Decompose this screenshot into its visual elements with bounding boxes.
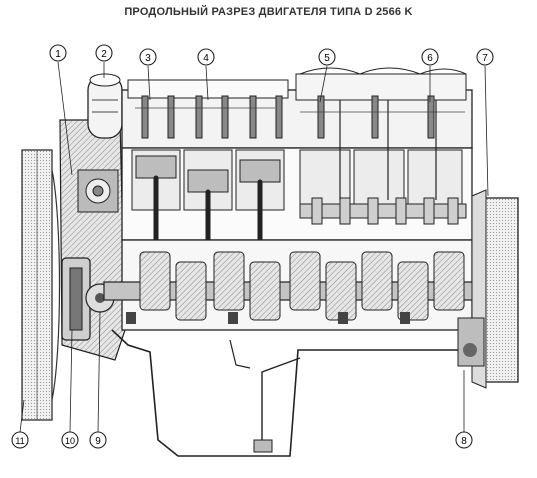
oil-sump bbox=[111, 329, 471, 457]
callout-label-9: 9 bbox=[95, 436, 101, 447]
rear-seal bbox=[457, 317, 485, 367]
callout-label-1: 1 bbox=[55, 49, 61, 60]
callout-label-2: 2 bbox=[101, 49, 107, 60]
callout-label-11: 11 bbox=[15, 436, 24, 446]
valves bbox=[141, 95, 435, 139]
vibration-damper bbox=[61, 257, 115, 341]
cylinder-block bbox=[121, 100, 473, 273]
drain-plug bbox=[253, 439, 273, 453]
leader-lines bbox=[19, 61, 489, 433]
callout-10: 10 bbox=[61, 431, 79, 449]
callout-label-7: 7 bbox=[482, 53, 488, 64]
callout-5: 5 bbox=[318, 48, 336, 66]
main-bearings bbox=[126, 312, 410, 324]
flywheel bbox=[457, 189, 519, 389]
callout-2: 2 bbox=[95, 44, 113, 62]
callouts-bottom: 11 10 9 8 bbox=[11, 431, 473, 449]
crankcase bbox=[103, 239, 475, 331]
callout-7: 7 bbox=[476, 48, 494, 66]
callout-label-4: 4 bbox=[203, 53, 209, 64]
callout-label-3: 3 bbox=[145, 53, 151, 64]
fan bbox=[21, 149, 61, 421]
camshaft bbox=[299, 197, 467, 225]
callout-4: 4 bbox=[197, 48, 215, 66]
cylinder-head bbox=[121, 67, 473, 149]
diagram-title: ПРОДОЛЬНЫЙ РАЗРЕЗ ДВИГАТЕЛЯ ТИПА D 2566 … bbox=[124, 6, 413, 18]
callout-6: 6 bbox=[421, 48, 439, 66]
callout-1: 1 bbox=[49, 44, 67, 62]
callouts-top: 1 2 3 4 5 6 7 bbox=[49, 44, 494, 66]
callout-label-10: 10 bbox=[65, 436, 75, 446]
callout-label-5: 5 bbox=[324, 53, 330, 64]
callout-9: 9 bbox=[89, 431, 107, 449]
callout-8: 8 bbox=[455, 431, 473, 449]
crank-throws bbox=[139, 251, 465, 321]
callout-11: 11 bbox=[11, 431, 29, 449]
callout-label-8: 8 bbox=[461, 436, 467, 447]
callout-3: 3 bbox=[139, 48, 157, 66]
callout-label-6: 6 bbox=[427, 53, 433, 64]
intake-pipe bbox=[87, 73, 123, 139]
pistons bbox=[135, 155, 281, 193]
